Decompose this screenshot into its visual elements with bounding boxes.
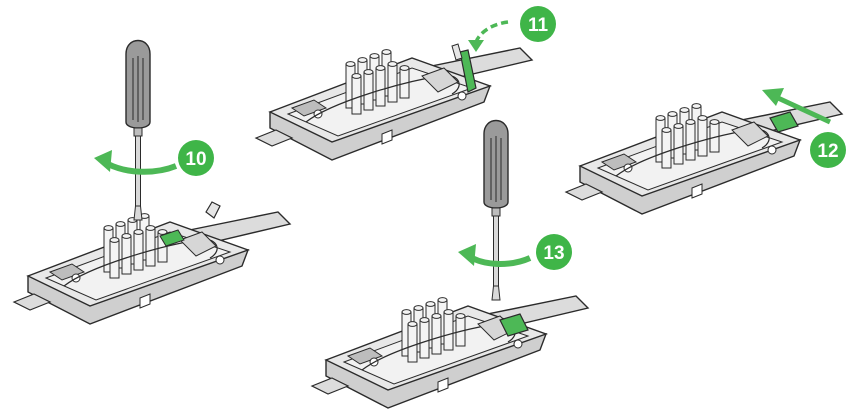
step-12-number: 12 bbox=[817, 141, 838, 162]
green-latch-lever bbox=[459, 49, 477, 93]
curved-arrow-left-icon bbox=[94, 150, 178, 175]
curved-arrow-left-icon bbox=[458, 244, 532, 267]
terminal-housing bbox=[13, 211, 291, 325]
step-10-panel: 10 bbox=[13, 39, 291, 325]
terminal-housing bbox=[311, 295, 589, 409]
step-11-badge: 11 bbox=[520, 6, 556, 42]
step-13-panel: 13 bbox=[311, 119, 589, 409]
green-clamp-highlight bbox=[159, 229, 185, 247]
step-10-number: 10 bbox=[185, 149, 206, 170]
curved-arrow-icon bbox=[468, 20, 509, 52]
step-13-number: 13 bbox=[543, 243, 564, 264]
step-12-badge: 12 bbox=[810, 132, 846, 168]
step-10-badge: 10 bbox=[178, 140, 214, 176]
screwdriver bbox=[125, 39, 151, 221]
step-13-badge: 13 bbox=[536, 234, 572, 270]
green-cable-clamp bbox=[769, 111, 799, 133]
screwdriver bbox=[483, 119, 509, 301]
step-11-number: 11 bbox=[528, 15, 549, 36]
step-11-panel: 11 bbox=[255, 6, 556, 161]
straight-arrow-icon bbox=[762, 88, 832, 125]
green-cable-clamp bbox=[499, 313, 529, 337]
terminal-housing bbox=[565, 101, 843, 215]
latch-lever bbox=[205, 201, 221, 219]
step-12-panel: 12 bbox=[565, 88, 846, 215]
latch-tab bbox=[451, 43, 463, 61]
